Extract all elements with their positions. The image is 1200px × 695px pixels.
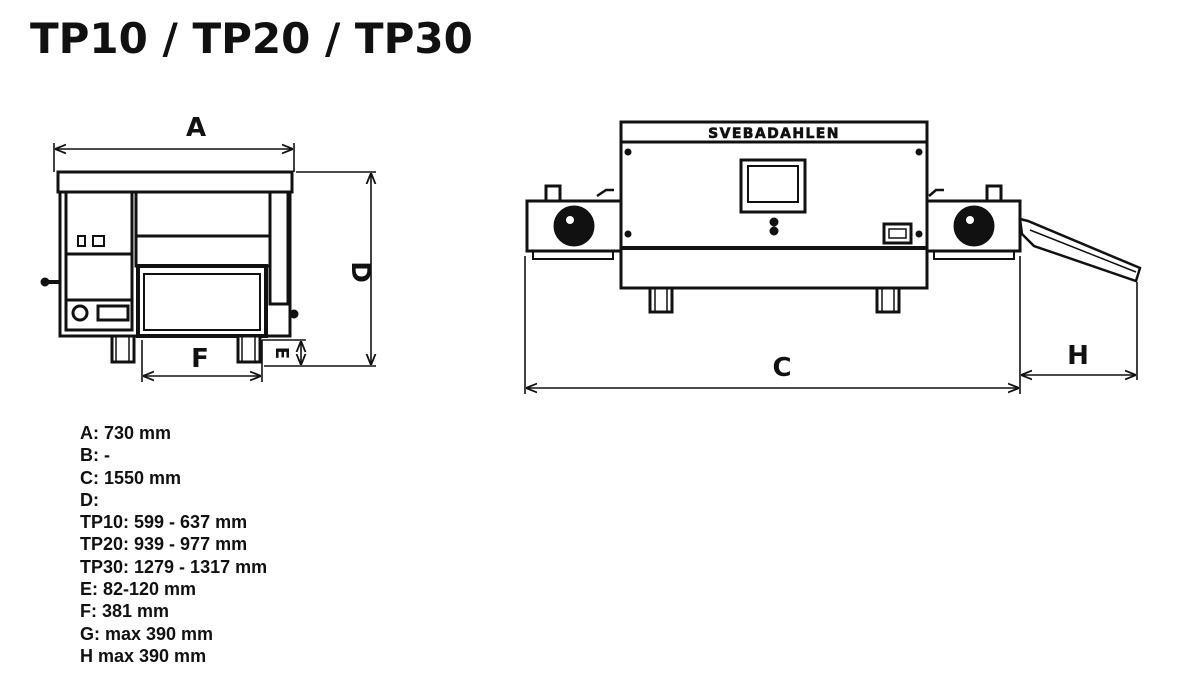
spec-line: G: max 390 mm bbox=[80, 623, 214, 644]
spec-line: E: 82-120 mm bbox=[80, 579, 197, 600]
page-title: TP10 / TP20 / TP30 bbox=[30, 14, 473, 63]
dim-label-a: A bbox=[186, 113, 206, 143]
side-dimension-lines bbox=[524, 256, 1138, 394]
spec-list: A: 730 mm B: - C: 1550 mm D: TP10: 599 -… bbox=[80, 422, 267, 667]
dim-label-d: D bbox=[345, 261, 375, 283]
technical-drawing: A F D E bbox=[40, 113, 1142, 394]
spec-line: F: 381 mm bbox=[80, 601, 170, 622]
front-view bbox=[40, 170, 299, 364]
dim-label-e: E bbox=[271, 347, 292, 359]
spec-line: H max 390 mm bbox=[80, 645, 207, 666]
spec-line: C: 1550 mm bbox=[80, 467, 182, 488]
front-dimension-lines bbox=[53, 143, 376, 382]
spec-line: B: - bbox=[80, 445, 110, 466]
spec-line: TP30: 1279 - 1317 mm bbox=[80, 556, 268, 577]
spec-line: TP20: 939 - 977 mm bbox=[80, 534, 248, 555]
spec-line: TP10: 599 - 637 mm bbox=[80, 512, 248, 533]
brand-plate-text: SVEBADAHLEN bbox=[708, 126, 840, 142]
side-view bbox=[525, 120, 1142, 314]
dim-label-h: H bbox=[1067, 341, 1089, 371]
spec-line: A: 730 mm bbox=[80, 423, 172, 443]
dim-label-f: F bbox=[191, 344, 209, 374]
spec-line: D: bbox=[80, 489, 99, 510]
dim-label-c: C bbox=[772, 353, 791, 383]
